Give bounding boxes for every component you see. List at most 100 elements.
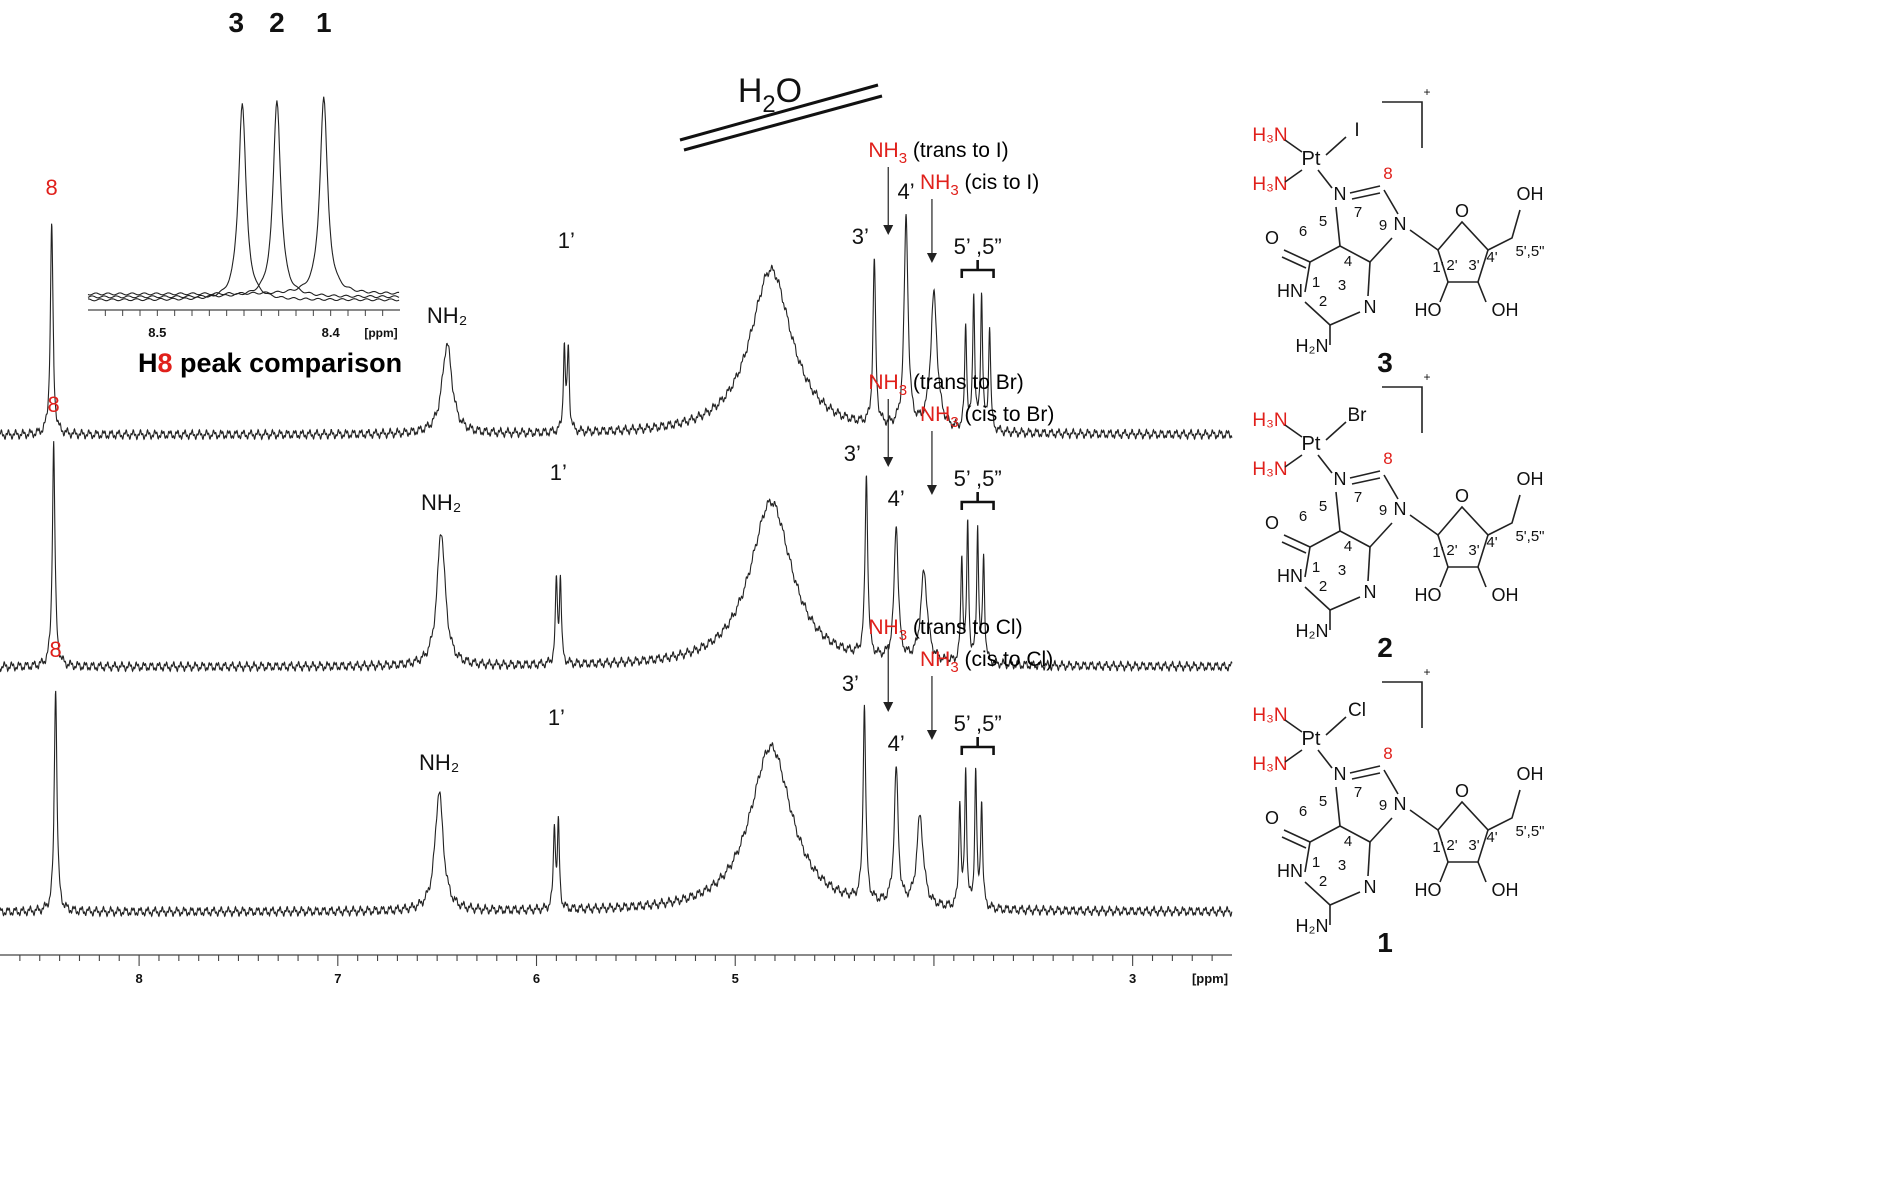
ribose-o-label: O: [1455, 486, 1469, 506]
axis-tick-label-2: 6: [533, 971, 540, 986]
ribose-ring: [1437, 505, 1489, 568]
n3-label: N: [1364, 877, 1377, 897]
nh3-trans-nh-2: NH: [868, 371, 898, 394]
o6-label: O: [1265, 808, 1279, 828]
bond-pt-nh3-bottom: [1284, 454, 1303, 468]
bond-c2p-oh: [1439, 566, 1449, 588]
ring-num-6: 6: [1299, 803, 1307, 820]
bond-pt-nh3-bottom: [1284, 169, 1303, 183]
bond-c2p-oh: [1439, 861, 1449, 883]
nh3-cis-nh-2: NH: [920, 403, 950, 426]
bond-n7-c8-double: [1351, 772, 1381, 780]
bond-pt-n7: [1317, 454, 1333, 474]
bond-c4-n3: [1367, 261, 1371, 297]
h5-bracket-2: [960, 492, 995, 510]
bond-c3p-oh: [1477, 861, 1487, 883]
bond-c4-n3: [1367, 546, 1371, 582]
nh3-cis-label-1: NH3 (cis to Cl): [920, 648, 1053, 676]
bond-pt-nh3-top: [1284, 139, 1303, 153]
n9-label: N: [1394, 214, 1407, 234]
n7-label: N: [1334, 469, 1347, 489]
hn1-label: HN: [1277, 861, 1303, 881]
n7-label: N: [1334, 764, 1347, 784]
ribose-num-4p: 4': [1486, 534, 1497, 551]
inset-title: H8 peak comparison: [138, 348, 402, 378]
bond-n9-c1p: [1409, 514, 1439, 536]
halide-label: I: [1354, 120, 1359, 141]
ribose-num-1p: 1': [1432, 259, 1443, 276]
ring-num-1: 1: [1312, 854, 1320, 871]
peak-label-3-2: 1’: [558, 228, 575, 253]
ring-num-5: 5: [1319, 498, 1327, 515]
compound-number-2: 2: [1377, 632, 1393, 663]
h5-label-2: 5’ ,5”: [954, 466, 1002, 491]
nh3-cis-label-3: NH3 (cis to I): [920, 171, 1039, 199]
bond-c2p-oh: [1439, 281, 1449, 303]
ring-num-2: 2: [1319, 578, 1327, 595]
charge-sign: +: [1423, 370, 1430, 384]
pos8-label: 8: [1383, 449, 1392, 468]
bond-n7-c8: [1349, 765, 1381, 774]
bond-n1-c2-n3: [1304, 586, 1361, 611]
bond-pt-x: [1325, 136, 1347, 156]
bond-n9-c1p: [1409, 809, 1439, 831]
n7-label: N: [1334, 184, 1347, 204]
oh5-label: OH: [1517, 184, 1544, 204]
ring-num-1: 1: [1312, 559, 1320, 576]
o6-label: O: [1265, 228, 1279, 248]
ring-num-7: 7: [1354, 204, 1362, 221]
nh3-cis-nh-3: NH: [920, 171, 950, 194]
nh3-cis-arrowhead-3: [926, 253, 937, 263]
ribose-num-3p: 3': [1468, 257, 1479, 274]
bond-n9-c4: [1369, 817, 1393, 843]
bond-n9-c4: [1369, 237, 1393, 263]
nh3-cis-sub-1: 3: [950, 659, 958, 676]
h2n-label: H₂N: [1296, 916, 1329, 936]
peak-label-1-0: 8: [50, 637, 62, 662]
ring-num-4: 4: [1344, 833, 1352, 850]
bond-pt-n7: [1317, 749, 1333, 769]
bond-c6-o-double: [1281, 541, 1307, 554]
water-slash-1: [679, 83, 879, 142]
bond-pt-x: [1325, 421, 1347, 441]
oh3-label: OH: [1492, 585, 1519, 605]
ring-num-5: 5: [1319, 793, 1327, 810]
peak-label-3-3: 3’: [852, 224, 869, 249]
ho2-label: HO: [1415, 300, 1442, 320]
h3n-bottom-label: H₃N: [1252, 754, 1287, 775]
bond-c6-o-double: [1281, 256, 1307, 269]
nh3-trans-arrowhead-1: [883, 702, 894, 712]
bond-pt-nh3-bottom: [1284, 749, 1303, 763]
bond-n1-c2-n3: [1304, 881, 1361, 906]
ring-num-3: 3: [1338, 857, 1346, 874]
ring-num-2: 2: [1319, 293, 1327, 310]
ring-num-3: 3: [1338, 562, 1346, 579]
oh3-label: OH: [1492, 300, 1519, 320]
nmr-spectra: [0, 214, 1233, 918]
pos8-label: 8: [1383, 164, 1392, 183]
peak-label-2-3: 3’: [844, 441, 861, 466]
ring-num-2: 2: [1319, 873, 1327, 890]
charge-bracket: [1382, 681, 1423, 728]
ribose-num-1p: 1': [1432, 839, 1443, 856]
peak-label-2-2: 1’: [550, 460, 567, 485]
ring-num-9: 9: [1379, 217, 1387, 234]
water-label-tail: O: [776, 72, 802, 110]
axis-unit-label: [ppm]: [1192, 971, 1228, 986]
h5-bracket-3: [960, 260, 995, 278]
nh3-cis-text-2: (cis to Br): [959, 403, 1055, 426]
water-label-sub: 2: [762, 91, 775, 118]
h2n-label: H₂N: [1296, 621, 1329, 641]
bond-n7-c8-double: [1351, 192, 1381, 200]
h5-bracket-1: [960, 737, 995, 755]
bond-c6-o-double: [1281, 836, 1307, 849]
n9-label: N: [1394, 499, 1407, 519]
charge-bracket: [1382, 386, 1423, 433]
hn1-label: HN: [1277, 281, 1303, 301]
bond-n9-c1p: [1409, 229, 1439, 251]
bond-n7-c8: [1349, 470, 1381, 479]
bond-c8-n9: [1383, 474, 1399, 500]
